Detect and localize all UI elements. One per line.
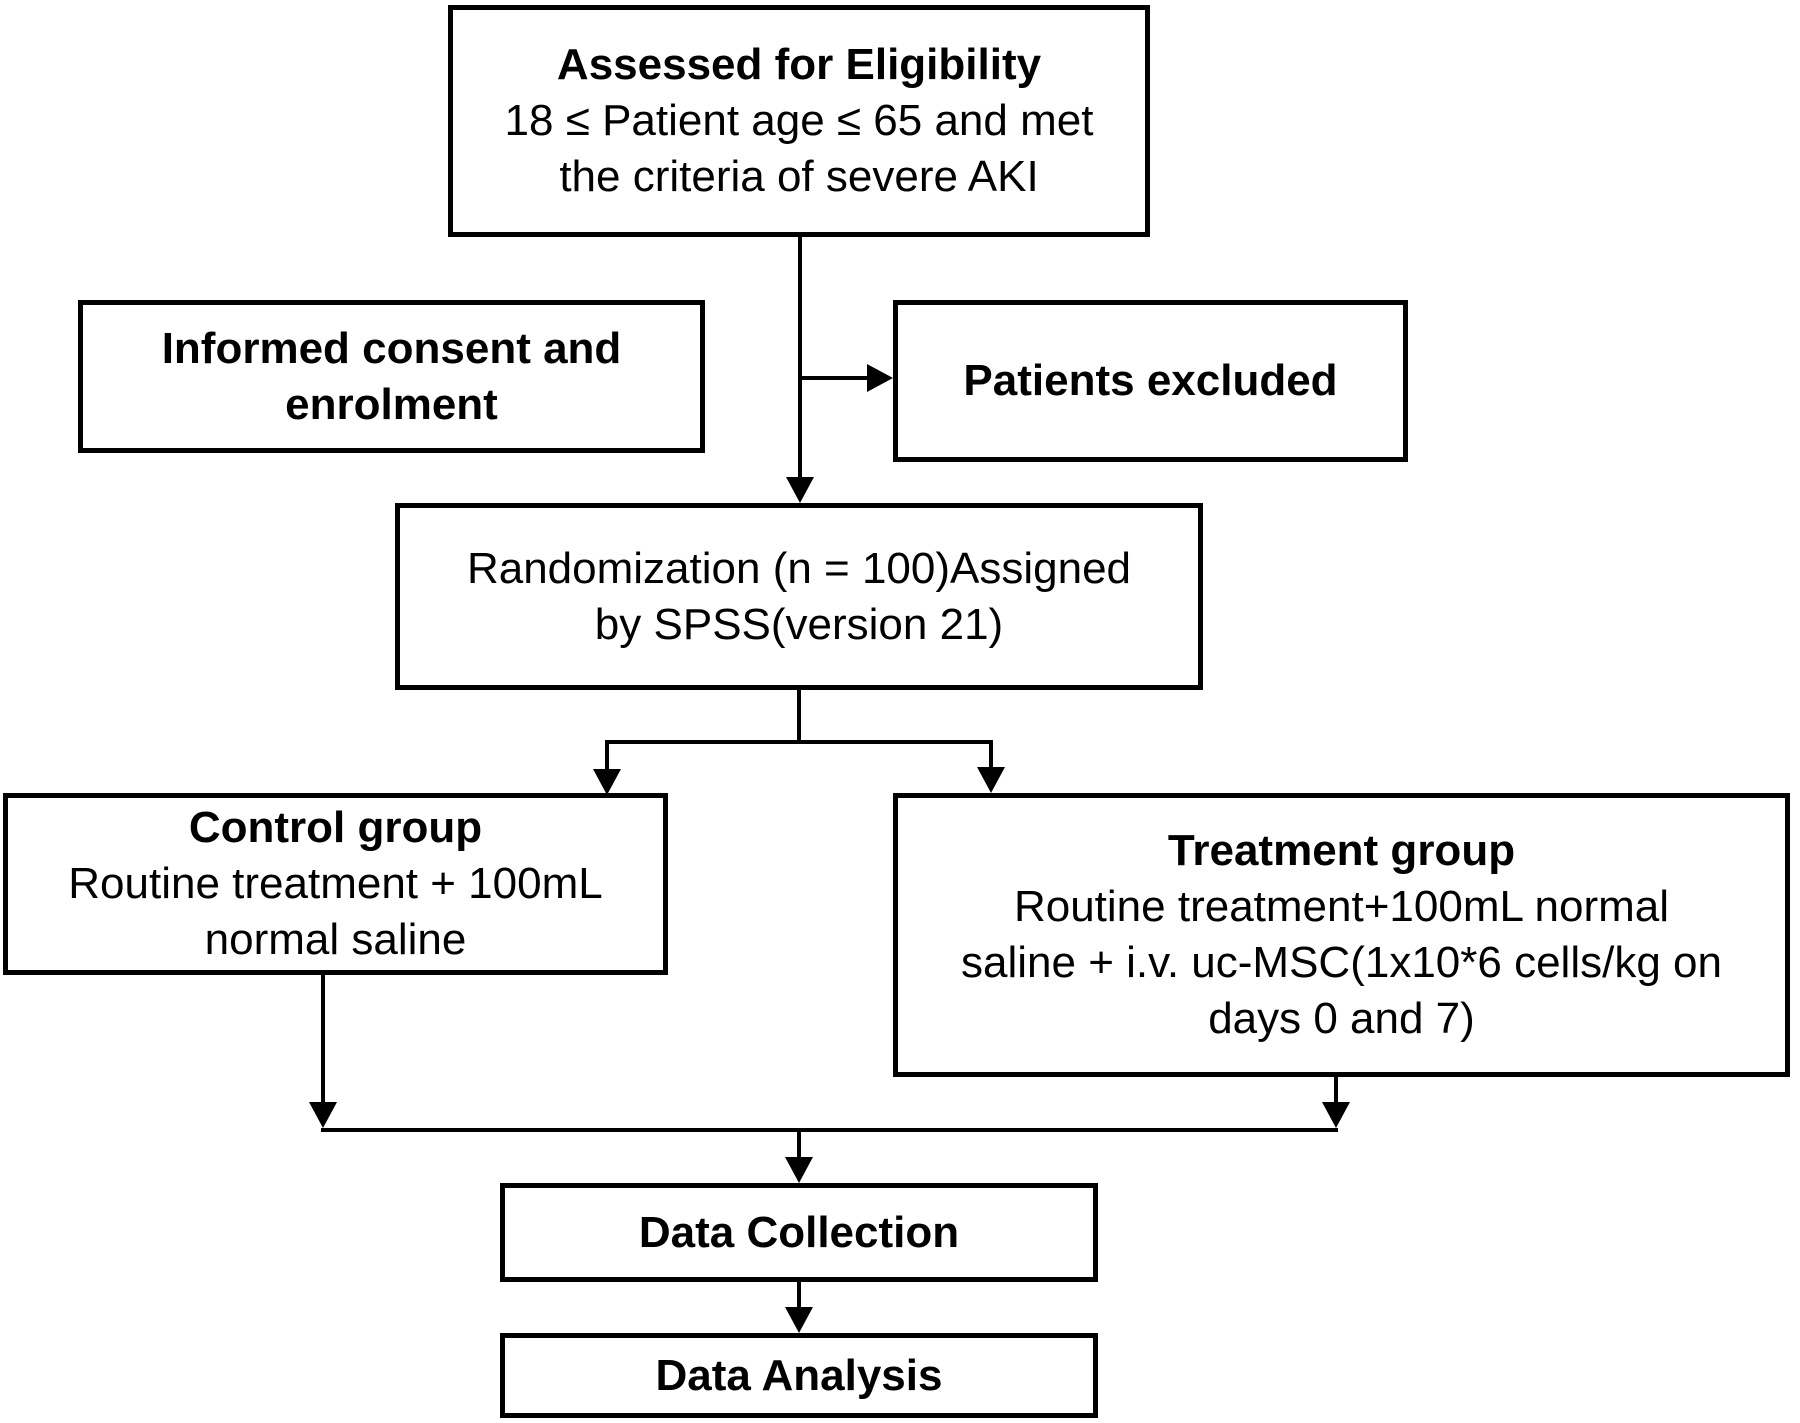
data-collection-title: Data Collection: [638, 1207, 960, 1257]
arrowhead-into-randomization: [786, 477, 814, 503]
treatment-group-line: days 0 and 7): [1208, 994, 1475, 1043]
node-assessed-for-eligibility: Assessed for Eligibility 18 ≤ Patient ag…: [448, 5, 1150, 237]
data-analysis-title: Data Analysis: [655, 1350, 943, 1400]
eligibility-title: Assessed for Eligibility: [556, 40, 1042, 89]
excluded-title: Patients excluded: [963, 356, 1338, 405]
arrowhead-into-control: [593, 769, 621, 795]
arrowhead-into-excluded: [867, 364, 893, 392]
arrowhead-into-analysis: [785, 1307, 813, 1333]
node-randomization: Randomization (n = 100)Assigned by SPSS(…: [395, 503, 1203, 690]
control-group-title: Control group: [188, 803, 483, 852]
node-data-analysis: Data Analysis: [500, 1333, 1098, 1418]
treatment-group-line: Routine treatment+100mL normal: [1013, 882, 1670, 931]
node-patients-excluded: Patients excluded: [893, 300, 1408, 462]
eligibility-criteria-line: the criteria of severe AKI: [559, 152, 1039, 201]
arrowhead-control-at-merge: [309, 1102, 337, 1128]
treatment-group-line: saline + i.v. uc-MSC(1x10*6 cells/kg on: [961, 938, 1722, 987]
node-treatment-group: Treatment group Routine treatment+100mL …: [893, 793, 1790, 1077]
treatment-group-title: Treatment group: [1167, 826, 1516, 875]
node-data-collection: Data Collection: [500, 1183, 1098, 1282]
consent-label-line: Informed consent and: [161, 323, 622, 373]
consent-label-line: enrolment: [285, 379, 498, 429]
node-control-group: Control group Routine treatment + 100mL …: [3, 793, 668, 975]
arrowhead-into-treatment: [977, 767, 1005, 793]
control-group-line: normal saline: [204, 915, 467, 964]
node-informed-consent: Informed consent and enrolment: [78, 300, 705, 453]
control-group-line: Routine treatment + 100mL: [68, 859, 603, 908]
randomization-line: Randomization (n = 100)Assigned: [466, 543, 1132, 593]
arrowhead-treatment-at-merge: [1322, 1102, 1350, 1128]
randomization-line: by SPSS(version 21): [594, 599, 1004, 649]
arrowhead-into-collection: [785, 1157, 813, 1183]
eligibility-criteria-line: 18 ≤ Patient age ≤ 65 and met: [504, 96, 1094, 145]
